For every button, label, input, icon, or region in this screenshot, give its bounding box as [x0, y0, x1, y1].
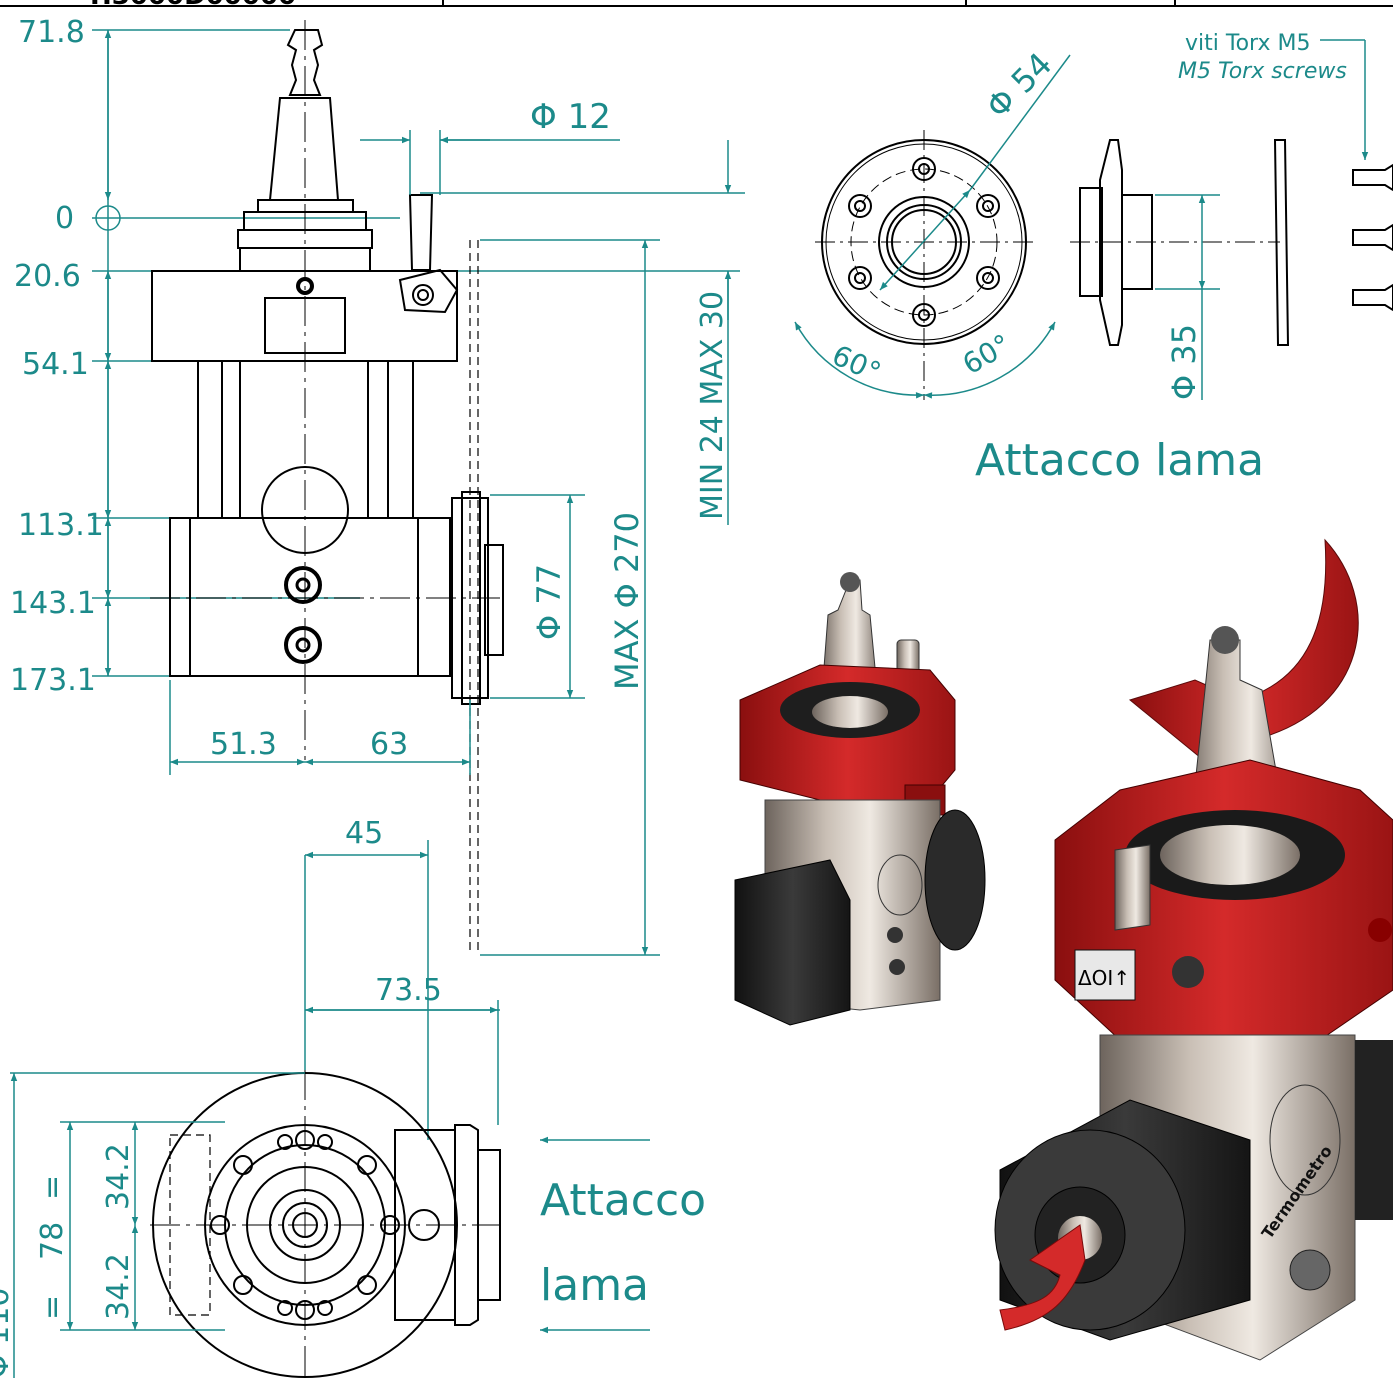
drawing-code: H3000D00000 [90, 0, 296, 11]
flange-detail: Φ 54 60° 60° Φ 35 viti Torx M5 M [794, 31, 1393, 486]
dim-bottom-horizontal [304, 840, 500, 1140]
dim-34-2-bottom: 34.2 [101, 1253, 136, 1320]
dim-78: 78 [35, 1222, 70, 1260]
dim-34-2-top: 34.2 [101, 1143, 136, 1210]
dim-max-blade [480, 240, 660, 956]
dim-shank-12 [360, 130, 620, 195]
dim-54-1: 54.1 [22, 347, 89, 382]
dim-71-8: 71.8 [18, 15, 85, 50]
shank-diameter-label: Φ 12 [530, 97, 611, 137]
dim-143-1: 143.1 [10, 586, 96, 621]
render-small [734, 572, 986, 1026]
equal-mark-top: = [35, 1175, 70, 1200]
flange-title: Attacco lama [975, 435, 1264, 486]
torx-screws [1352, 163, 1393, 312]
max-blade-label: MAX Φ 270 [608, 512, 646, 690]
dim-63: 63 [370, 727, 408, 762]
angle-left-label: 60° [827, 338, 886, 389]
dim-173-1: 173.1 [10, 663, 96, 698]
dim-phi-54 [794, 54, 1071, 399]
render-large: ΔOI↑ Termometro [994, 538, 1393, 1361]
title-block: H3000D00000 [0, 0, 1393, 11]
dim-0: 0 [55, 201, 74, 236]
dim-phi-110: Φ 110 [0, 1288, 16, 1378]
side-view: 71.8 0 20.6 54.1 113.1 143.1 173.1 [10, 15, 745, 956]
flange-diameter-label: Φ 77 [530, 564, 568, 640]
bottom-label-arrows [540, 1136, 650, 1334]
tool-body [151, 194, 504, 705]
vertical-dim-labels: 71.8 0 20.6 54.1 113.1 143.1 173.1 [10, 15, 104, 698]
screw-leader [1320, 39, 1369, 160]
warning-symbols: ΔOI↑ [1078, 966, 1130, 990]
screws-label-it: viti Torx M5 [1185, 31, 1310, 56]
dim-51-3: 51.3 [210, 727, 277, 762]
dim-horizontal [169, 680, 471, 775]
bottom-label-line1: Attacco [540, 1175, 706, 1226]
dim-45: 45 [345, 816, 383, 851]
bottom-label-line2: lama [540, 1260, 649, 1311]
equal-mark-bottom: = [35, 1295, 70, 1320]
screws-label-en: M5 Torx screws [1178, 59, 1347, 84]
dim-bottom-vertical [10, 1072, 305, 1378]
stroke-range-label: MIN 24 MAX 30 [695, 291, 730, 520]
dim-stroke [420, 140, 745, 525]
dim-20-6: 20.6 [14, 259, 81, 294]
dim-phi-35 [1155, 194, 1220, 400]
bottom-view: 73.5 45 [0, 816, 706, 1378]
dim-flange-77 [490, 494, 585, 699]
dim-113-1: 113.1 [18, 508, 104, 543]
dim-73-5: 73.5 [375, 973, 442, 1008]
bore-diameter-label: Φ 35 [1165, 324, 1203, 400]
